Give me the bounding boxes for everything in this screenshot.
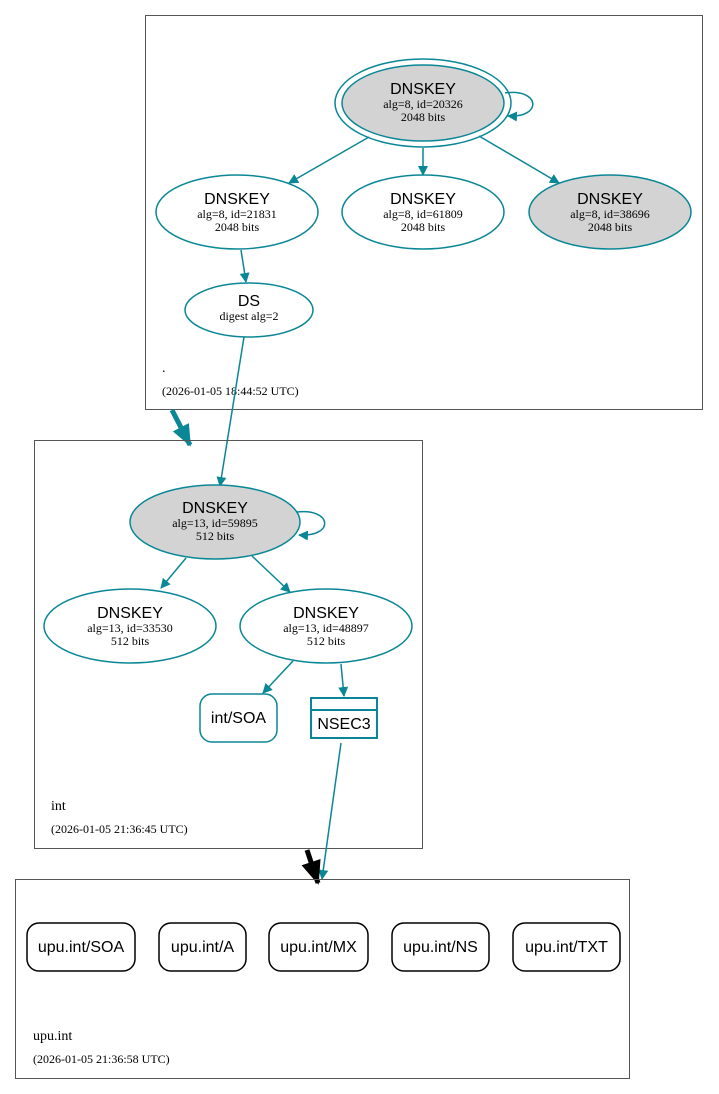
node-root-key-38696[interactable]: DNSKEY alg=8, id=38696 2048 bits [528, 174, 692, 250]
edge-int-ksk-to-48897 [251, 555, 291, 593]
root-ksk2-line1: alg=8, id=38696 [570, 207, 650, 221]
zone-root: . (2026-01-05 18:44:52 UTC) [145, 15, 703, 410]
node-int-ksk[interactable]: DNSKEY alg=13, id=59895 512 bits [129, 484, 301, 560]
node-root-zsk-21831[interactable]: DNSKEY alg=8, id=21831 2048 bits [155, 174, 319, 250]
edge-root-ksk-self [504, 91, 534, 122]
zone-root-timestamp: (2026-01-05 18:44:52 UTC) [162, 384, 299, 398]
root-zsk1-title: DNSKEY [204, 191, 270, 208]
record-upu-mx-label: upu.int/MX [280, 939, 357, 956]
edge-21831-to-ds [239, 249, 250, 283]
root-ksk-line1: alg=8, id=20326 [383, 97, 463, 111]
root-ksk-title: DNSKEY [390, 81, 456, 98]
zone-root-name: . [162, 361, 166, 376]
root-zsk1-line2: 2048 bits [215, 220, 260, 234]
record-upu-txt-label: upu.int/TXT [525, 939, 608, 956]
node-root-ksk[interactable]: DNSKEY alg=8, id=20326 2048 bits [334, 58, 512, 148]
int-zsk1-line2: 512 bits [111, 634, 150, 648]
node-int-nsec3[interactable]: NSEC3 [310, 697, 378, 739]
int-ksk-line2: 512 bits [196, 529, 235, 543]
edge-48897-to-nsec3 [338, 663, 349, 697]
root-ds-title: DS [238, 293, 260, 310]
node-int-soa[interactable]: int/SOA [199, 693, 278, 743]
node-root-ds[interactable]: DS digest alg=2 [184, 282, 314, 338]
edge-delegation-root-to-int [169, 408, 193, 447]
node-int-zsk-33530[interactable]: DNSKEY alg=13, id=33530 512 bits [43, 588, 217, 664]
record-upu-txt[interactable]: upu.int/TXT [512, 922, 621, 972]
root-zsk2-title: DNSKEY [390, 191, 456, 208]
node-root-zsk-61809[interactable]: DNSKEY alg=8, id=61809 2048 bits [341, 174, 505, 250]
edge-ds-to-int-ksk [216, 336, 245, 487]
int-zsk2-title: DNSKEY [293, 605, 359, 622]
root-ksk-line2: 2048 bits [401, 110, 446, 124]
record-upu-a-label: upu.int/A [171, 939, 234, 956]
root-zsk2-line2: 2048 bits [401, 220, 446, 234]
edge-root-ksk-to-38696 [478, 135, 560, 184]
int-zsk2-line1: alg=13, id=48897 [283, 621, 369, 635]
edge-nsec3-to-upu [318, 742, 342, 880]
int-zsk1-title: DNSKEY [97, 605, 163, 622]
record-upu-a[interactable]: upu.int/A [158, 922, 247, 972]
zone-upu-name: upu.int [33, 1029, 72, 1044]
zone-upu: upu.int (2026-01-05 21:36:58 UTC) [15, 879, 630, 1079]
root-ds-line1: digest alg=2 [219, 309, 278, 323]
root-zsk1-line1: alg=8, id=21831 [197, 207, 277, 221]
record-upu-mx[interactable]: upu.int/MX [268, 922, 369, 972]
zone-int-timestamp: (2026-01-05 21:36:45 UTC) [51, 822, 188, 836]
edge-48897-to-soa [262, 660, 294, 694]
record-upu-ns[interactable]: upu.int/NS [391, 922, 490, 972]
edge-int-ksk-self [296, 510, 326, 541]
zone-upu-timestamp: (2026-01-05 21:36:58 UTC) [33, 1052, 170, 1066]
record-upu-soa[interactable]: upu.int/SOA [26, 922, 136, 972]
edge-delegation-int-to-upu [301, 849, 321, 885]
zone-int-name: int [51, 799, 66, 814]
int-ksk-line1: alg=13, id=59895 [172, 516, 258, 530]
edge-int-ksk-to-33530 [160, 557, 187, 589]
root-zsk2-line1: alg=8, id=61809 [383, 207, 463, 221]
root-ksk2-title: DNSKEY [577, 191, 643, 208]
node-int-zsk-48897[interactable]: DNSKEY alg=13, id=48897 512 bits [239, 588, 413, 664]
edge-root-ksk-to-21831 [288, 136, 370, 184]
record-upu-soa-label: upu.int/SOA [38, 939, 125, 956]
int-zsk1-line1: alg=13, id=33530 [87, 621, 173, 635]
zone-int: int (2026-01-05 21:36:45 UTC) [34, 440, 423, 849]
root-ksk2-line2: 2048 bits [588, 220, 633, 234]
record-upu-ns-label: upu.int/NS [403, 939, 478, 956]
int-zsk2-line2: 512 bits [307, 634, 346, 648]
int-soa-label: int/SOA [211, 710, 266, 727]
int-ksk-title: DNSKEY [182, 500, 248, 517]
int-nsec3-label: NSEC3 [317, 716, 370, 733]
